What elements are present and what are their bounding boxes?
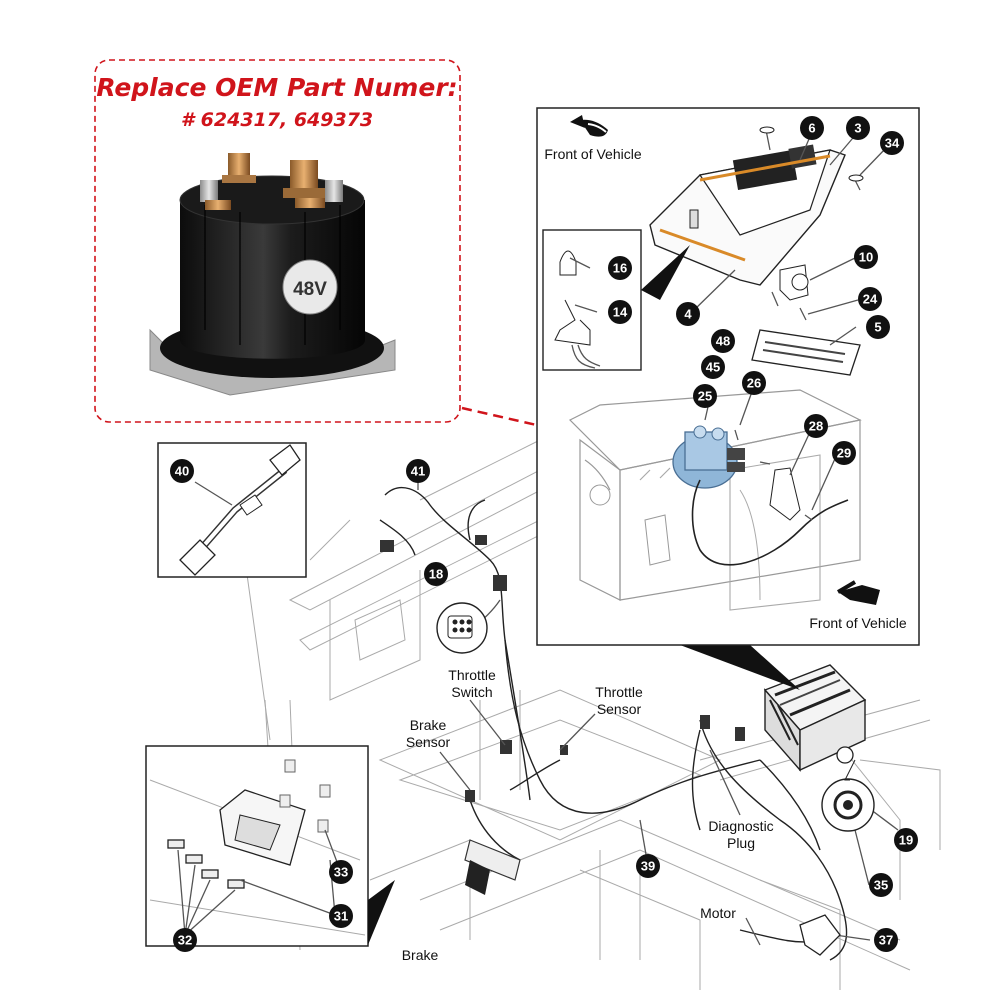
callout-24: 24 <box>858 287 882 311</box>
callout-16: 16 <box>608 256 632 280</box>
callout-33: 33 <box>329 860 353 884</box>
motor-connector <box>799 914 841 956</box>
svg-text:24: 24 <box>863 292 878 307</box>
front-of-vehicle-label-top: Front of Vehicle <box>544 146 641 162</box>
svg-text:35: 35 <box>874 878 888 893</box>
brake-cut-label: Brake <box>402 947 439 963</box>
svg-text:33: 33 <box>334 865 348 880</box>
callout-26: 26 <box>742 371 766 395</box>
callout-14: 14 <box>608 300 632 324</box>
svg-text:10: 10 <box>859 250 873 265</box>
callout-28: 28 <box>804 414 828 438</box>
callout-41: 41 <box>406 459 430 483</box>
promo-title: Replace OEM Part Numer: <box>96 73 457 102</box>
diagnostic-plug-label-line2: Plug <box>727 835 755 851</box>
callout-34: 34 <box>880 131 904 155</box>
wiring-harness <box>379 486 848 961</box>
throttle-sensor-label-line2: Sensor <box>597 701 642 717</box>
callout-4: 4 <box>676 302 700 326</box>
promo-card: Replace OEM Part Numer: # 624317, 649373… <box>94 59 461 423</box>
solenoid-product-image <box>149 153 396 396</box>
brake-sensor-label-line1: Brake <box>410 717 447 733</box>
callout-35: 35 <box>869 873 893 897</box>
svg-text:26: 26 <box>747 376 761 391</box>
svg-text:45: 45 <box>706 360 720 375</box>
callout-37: 37 <box>874 928 898 952</box>
svg-text:29: 29 <box>837 446 851 461</box>
svg-text:18: 18 <box>429 567 443 582</box>
svg-text:5: 5 <box>874 320 881 335</box>
promo-part-numbers: # 624317, 649373 <box>181 109 373 131</box>
callout-pointer-inset <box>368 880 395 945</box>
inset-solenoid-mount <box>536 107 920 646</box>
motor-label: Motor <box>700 905 736 921</box>
throttle-switch-label-line2: Switch <box>451 684 492 700</box>
callout-3: 3 <box>846 116 870 140</box>
front-of-vehicle-label-bottom: Front of Vehicle <box>809 615 906 631</box>
callout-31: 31 <box>329 904 353 928</box>
callout-6: 6 <box>800 116 824 140</box>
callout-48: 48 <box>711 329 735 353</box>
svg-text:32: 32 <box>178 933 192 948</box>
callout-45: 45 <box>701 355 725 379</box>
brake-sensor-label-line2: Sensor <box>406 734 451 750</box>
connector-19-detail <box>821 759 875 832</box>
callout-badges: 6 3 34 16 14 4 10 24 5 48 45 26 25 28 29… <box>170 116 918 952</box>
svg-text:40: 40 <box>175 464 189 479</box>
callout-5: 5 <box>866 315 890 339</box>
svg-text:19: 19 <box>899 833 913 848</box>
svg-text:3: 3 <box>854 121 861 136</box>
svg-text:39: 39 <box>641 859 655 874</box>
svg-text:4: 4 <box>684 307 692 322</box>
voltage-label: 48V <box>293 279 327 300</box>
svg-text:14: 14 <box>613 305 628 320</box>
svg-text:6: 6 <box>808 121 815 136</box>
svg-text:48: 48 <box>716 334 730 349</box>
callout-40: 40 <box>170 459 194 483</box>
svg-text:34: 34 <box>885 136 900 151</box>
svg-text:41: 41 <box>411 464 425 479</box>
svg-text:25: 25 <box>698 389 712 404</box>
callout-19: 19 <box>894 828 918 852</box>
connector-18-detail <box>436 602 488 654</box>
callout-39: 39 <box>636 854 660 878</box>
throttle-sensor-label-line1: Throttle <box>595 684 643 700</box>
callout-29: 29 <box>832 441 856 465</box>
svg-text:16: 16 <box>613 261 627 276</box>
callout-25: 25 <box>693 384 717 408</box>
svg-text:31: 31 <box>334 909 348 924</box>
diagnostic-plug-label-line1: Diagnostic <box>708 818 773 834</box>
callout-pointer-controller <box>680 645 800 690</box>
svg-text:28: 28 <box>809 419 823 434</box>
callout-32: 32 <box>173 928 197 952</box>
svg-text:37: 37 <box>879 933 893 948</box>
solenoid-highlighted <box>672 425 745 489</box>
callout-18: 18 <box>424 562 448 586</box>
throttle-switch-label-line1: Throttle <box>448 667 496 683</box>
callout-10: 10 <box>854 245 878 269</box>
